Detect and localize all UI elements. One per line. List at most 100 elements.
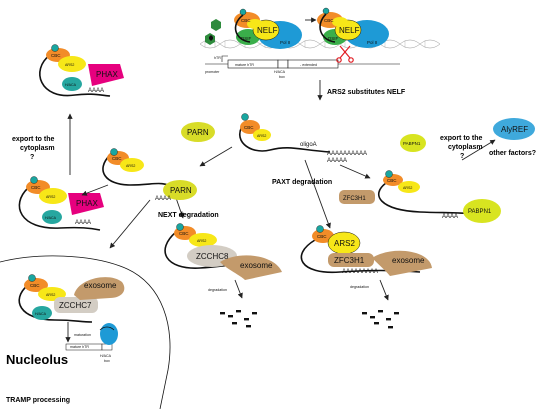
phax-complex-bottom: CBC ARS2 H/ACA PHAX AAAA <box>18 176 104 231</box>
polymerase-complex-2: CBC DSIF NELF Pol II <box>317 7 389 63</box>
arrow-to-zfc3h1-complex <box>304 159 331 229</box>
gene-track: hTR promoter mature hTR H/ACA box - exte… <box>205 55 400 79</box>
extended-label: - extended <box>300 63 317 67</box>
ars2-label-phax1: ARS2 <box>65 63 74 67</box>
promoter-label: promoter <box>205 70 220 74</box>
ars2-label-center: ARS2 <box>257 134 266 138</box>
cbc-label-parn: CBC <box>112 156 122 161</box>
arrow-to-pabpn1-complex <box>339 164 371 179</box>
tramp-processing-label: TRAMP processing <box>6 397 70 404</box>
htr-label: hTR <box>214 56 221 60</box>
zfc3h1-free: ZFC3H1 <box>339 190 375 204</box>
hiaca-box-label-2: box <box>279 75 285 79</box>
arrow-degradation-paxt <box>379 279 389 301</box>
degradation-fragments-paxt <box>362 310 399 329</box>
nucleolus-label: Nucleolus <box>6 352 68 367</box>
arrow-to-parn-complex <box>199 146 233 167</box>
hiaca-label-zcchc7: H/ACA <box>35 312 47 316</box>
arrow-degradation-next <box>234 279 243 299</box>
dsif-label-top1: DSIF <box>241 36 252 41</box>
hiaca-label-phax1: H/ACA <box>65 83 77 87</box>
dna-helix <box>199 39 441 49</box>
phax-label-2: PHAX <box>76 199 98 208</box>
parn-free: PARN <box>181 122 215 142</box>
oligoa-tail-1: AAAAAAAAAA <box>327 151 367 157</box>
cbc-label-pabpn1: CBC <box>387 178 397 183</box>
oligoa-rna-complex: CBC ARS2 oligoA AAAAAAAAAA AAAAA <box>239 113 367 164</box>
zfc3h1-complex: CBC ARS2 ZFC3H1 exosome AAAAAAAAA <box>300 225 432 276</box>
cbc-label-phax2: CBC <box>31 185 41 190</box>
hiaca-label-phax2: H/ACA <box>45 216 57 220</box>
zfc3h1-label-complex: ZFC3H1 <box>334 256 365 265</box>
exosome-label-zcchc8: exosome <box>240 261 273 270</box>
nelf-label-top1: NELF <box>257 26 278 35</box>
ars2-label-pabpn1: ARS2 <box>403 186 412 190</box>
exosome-label-zfc3h1: exosome <box>392 256 425 265</box>
export-arrow-right <box>461 139 496 161</box>
ars2-label-zfc3h1: ARS2 <box>334 239 355 248</box>
arrow-to-nucleolus <box>109 199 151 249</box>
cbc-label-zcchc7: CBC <box>30 283 40 288</box>
zcchc7-label: ZCCHC7 <box>59 301 92 310</box>
phax-label-1: PHAX <box>96 70 118 79</box>
mature-htr-label: mature hTR <box>235 63 254 67</box>
nucleolus-boundary <box>0 255 171 409</box>
pabpn1-free: PABPN1 <box>400 134 426 152</box>
cbc-label-phax1: CBC <box>51 53 61 58</box>
oligoa-tail-2: AAAAA <box>327 158 347 164</box>
parn-label-complex: PARN <box>170 186 192 195</box>
zcchc8-label: ZCCHC8 <box>196 252 229 261</box>
parn-label-free: PARN <box>187 128 209 137</box>
other-factors-text: other factors? <box>489 150 536 157</box>
export-text-right-1: export to the <box>440 135 482 142</box>
ars2-label-parn: ARS2 <box>126 164 135 168</box>
hiaca-box-bottom-1: H/ACA <box>100 354 112 358</box>
polya-phax1: AAAA <box>88 88 104 94</box>
maturation-label: maturation <box>74 333 91 337</box>
pol2-label-top2: Pol II <box>367 40 377 45</box>
cbc-label-top1: CBC <box>241 18 251 23</box>
degradation-label-paxt: degradation <box>350 285 369 289</box>
cbc-label-zcchc8: CBC <box>179 231 189 236</box>
cbc-label-top2: CBC <box>324 18 334 23</box>
transcription-complex: hTR promoter mature hTR H/ACA box - exte… <box>199 7 441 79</box>
ars2-label-zcchc8: ARS2 <box>197 239 206 243</box>
polya-phax2: AAAA <box>75 220 91 226</box>
alyref-protein: AlyREF <box>493 118 535 140</box>
next-degradation-text: NEXT degradation <box>158 212 219 219</box>
polymerase-complex-1: CBC DSIF NELF Pol II <box>234 8 302 49</box>
kinase-hexagons <box>205 19 221 45</box>
export-text-right-2: cytoplasm <box>448 144 483 151</box>
dsif-label-top2: DSIF <box>328 36 339 41</box>
polya-parn: AAAA <box>155 196 171 202</box>
exosome-label-zcchc7: exosome <box>84 281 117 290</box>
nelf-label-top2: NELF <box>339 26 360 35</box>
export-text-left-2: cytoplasm <box>20 145 55 152</box>
polya-zfc3h1: AAAAAAAAA <box>342 269 378 275</box>
parn-complex: CBC ARS2 PARN AAAA <box>102 148 197 202</box>
mature-htr-gene: mature hTR H/ACA box <box>65 323 118 363</box>
cbc-label-zfc3h1: CBC <box>317 234 327 239</box>
export-text-left-3: ? <box>30 154 34 161</box>
export-text-left-1: export to the <box>12 136 54 143</box>
zcchc8-complex: CBC ARS2 ZCCHC8 exosome <box>164 223 282 280</box>
phax-complex-top: CBC ARS2 H/ACA PHAX AAAA <box>39 44 124 97</box>
paxt-degradation-text: PAXT degradation <box>272 179 332 186</box>
cbc-label-center: CBC <box>244 125 254 130</box>
ars2-label-phax2: ARS2 <box>46 195 55 199</box>
zcchc7-complex: CBC ARS2 H/ACA ZCCHC7 exosome <box>18 274 125 323</box>
oligoa-label: oligoA <box>300 142 317 148</box>
polya-pabpn1: AAAA <box>442 214 458 220</box>
hiaca-box-label-1: H/ACA <box>274 70 286 74</box>
alyref-label: AlyREF <box>501 125 528 134</box>
zfc3h1-label-free: ZFC3H1 <box>343 196 366 202</box>
pabpn1-complex: CBC ARS2 PABPN1 AAAA <box>378 170 501 223</box>
pabpn1-label-free: PABPN1 <box>403 141 421 146</box>
scissors-icon <box>336 45 354 63</box>
pol2-label-top1: Pol II <box>280 40 290 45</box>
hiaca-box-bottom-2: box <box>104 359 110 363</box>
ars2-substitutes-text: ARS2 substitutes NELF <box>327 89 406 96</box>
mature-htr-label-bottom: mature hTR <box>70 345 89 349</box>
degradation-fragments-next <box>220 310 257 328</box>
